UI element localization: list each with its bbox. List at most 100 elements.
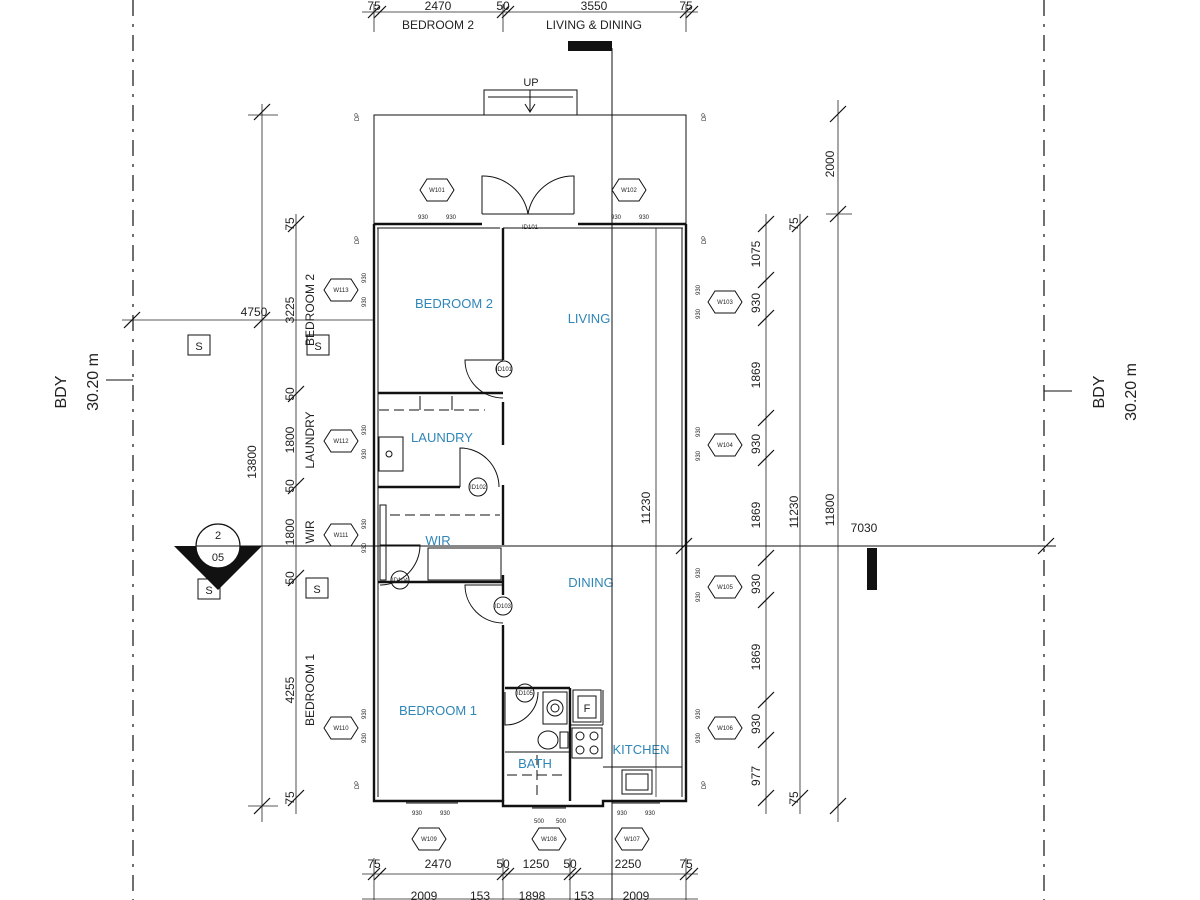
svg-text:930: 930 <box>362 296 368 307</box>
svg-text:30.20 m: 30.20 m <box>85 353 102 411</box>
section-marker: 2 05 <box>174 523 262 590</box>
svg-text:DP: DP <box>702 236 708 244</box>
svg-text:DP: DP <box>702 113 708 121</box>
svg-text:930: 930 <box>749 434 763 454</box>
svg-text:2: 2 <box>215 530 221 542</box>
svg-text:W104: W104 <box>717 443 733 449</box>
svg-text:S: S <box>313 584 320 596</box>
room-label-bedroom2: BEDROOM 2 <box>415 296 493 311</box>
svg-text:500: 500 <box>534 819 545 825</box>
fridge-symbol: F <box>584 703 591 715</box>
door-laundry: ID102 <box>459 447 500 497</box>
svg-text:500: 500 <box>556 819 567 825</box>
svg-text:930: 930 <box>696 426 702 437</box>
svg-text:3225: 3225 <box>283 296 297 323</box>
svg-text:2009: 2009 <box>623 889 650 900</box>
service-symbols: S S S S <box>187 334 330 600</box>
front-door: ID101 <box>481 175 575 231</box>
room-label-dining: DINING <box>568 575 614 590</box>
svg-text:75: 75 <box>283 217 297 231</box>
svg-text:930: 930 <box>749 293 763 313</box>
svg-text:ID103: ID103 <box>495 604 512 610</box>
room-labels: BEDROOM 2 LIVING LAUNDRY WIR DINING BEDR… <box>399 296 670 771</box>
svg-text:50: 50 <box>283 387 297 401</box>
exterior-walls <box>372 222 688 808</box>
svg-text:930: 930 <box>696 591 702 602</box>
window-tag-w113: W113 930 930 <box>323 268 375 314</box>
svg-text:50: 50 <box>283 571 297 585</box>
svg-text:50: 50 <box>496 0 510 13</box>
svg-text:13800: 13800 <box>245 445 259 479</box>
svg-text:W109: W109 <box>421 837 437 843</box>
section-line <box>218 41 1056 900</box>
right-dimensions: 1075 930 1869 930 1869 930 1869 930 977 … <box>675 100 1055 822</box>
svg-text:DP: DP <box>355 781 361 789</box>
room-label-bath: BATH <box>518 756 552 771</box>
svg-text:930: 930 <box>639 215 650 221</box>
svg-text:2470: 2470 <box>425 857 452 871</box>
kitchen-fixtures: F <box>571 689 653 795</box>
svg-text:930: 930 <box>696 708 702 719</box>
boundary-lines <box>106 0 1072 900</box>
svg-text:75: 75 <box>787 791 801 805</box>
svg-text:W101: W101 <box>429 188 445 194</box>
svg-text:S: S <box>205 585 212 597</box>
svg-text:930: 930 <box>696 450 702 461</box>
svg-text:W105: W105 <box>717 585 733 591</box>
svg-text:930: 930 <box>696 308 702 319</box>
svg-text:75: 75 <box>679 857 693 871</box>
svg-text:1075: 1075 <box>749 240 763 267</box>
door-bedroom2: ID101 <box>464 359 513 399</box>
svg-text:50: 50 <box>496 857 510 871</box>
svg-text:977: 977 <box>749 766 763 786</box>
top-dimensions: 75 2470 50 3550 75 BEDROOM 2 LIVING & DI… <box>362 0 699 32</box>
svg-text:1800: 1800 <box>283 426 297 453</box>
svg-text:30.20 m: 30.20 m <box>1123 363 1140 421</box>
window-tag-w101: W101 930 930 <box>410 178 465 225</box>
svg-text:1800: 1800 <box>283 518 297 545</box>
svg-text:S: S <box>195 341 202 353</box>
svg-text:BEDROOM 1: BEDROOM 1 <box>303 654 317 726</box>
svg-text:930: 930 <box>362 542 368 553</box>
svg-text:ID101: ID101 <box>496 367 513 373</box>
svg-text:W113: W113 <box>333 288 349 294</box>
svg-text:50: 50 <box>283 479 297 493</box>
window-tag-w112: W112 930 930 <box>323 418 375 465</box>
svg-text:05: 05 <box>212 552 224 564</box>
svg-text:930: 930 <box>696 567 702 578</box>
svg-text:1869: 1869 <box>749 361 763 388</box>
svg-text:W102: W102 <box>621 188 637 194</box>
bottom-dimensions: 75 2470 50 1250 50 2250 75 2009 153 1898… <box>362 857 699 900</box>
interior-walls <box>378 228 682 801</box>
svg-text:930: 930 <box>362 424 368 435</box>
svg-text:W110: W110 <box>333 726 349 732</box>
window-tag-w109: W109 930 930 <box>406 802 458 851</box>
svg-text:153: 153 <box>470 889 490 900</box>
svg-text:11230: 11230 <box>639 491 653 524</box>
svg-text:1869: 1869 <box>749 501 763 528</box>
svg-text:4255: 4255 <box>283 676 297 703</box>
svg-text:DP: DP <box>702 781 708 789</box>
svg-text:930: 930 <box>611 215 622 221</box>
window-tag-w106: W106 930 930 <box>685 704 743 750</box>
svg-text:DP: DP <box>355 113 361 121</box>
svg-text:BDY: BDY <box>1091 375 1108 408</box>
laundry-shelving <box>378 396 485 488</box>
svg-text:1250: 1250 <box>523 857 550 871</box>
window-tag-w103: W103 930 930 <box>685 280 743 325</box>
svg-text:2000: 2000 <box>823 150 837 177</box>
svg-text:75: 75 <box>367 0 381 13</box>
svg-text:930: 930 <box>696 284 702 295</box>
svg-text:11800: 11800 <box>823 493 837 526</box>
svg-text:75: 75 <box>283 791 297 805</box>
svg-text:930: 930 <box>645 811 656 817</box>
window-tag-w102: W102 930 930 <box>604 178 656 225</box>
window-tag-w111: W111 930 930 <box>323 512 375 558</box>
svg-text:153: 153 <box>574 889 594 900</box>
svg-text:50: 50 <box>563 857 577 871</box>
window-tag-w104: W104 930 930 <box>685 422 743 468</box>
room-label-laundry: LAUNDRY <box>411 430 473 445</box>
window-tag-w107: W107 930 930 <box>612 802 660 851</box>
svg-text:ID105: ID105 <box>517 691 534 697</box>
